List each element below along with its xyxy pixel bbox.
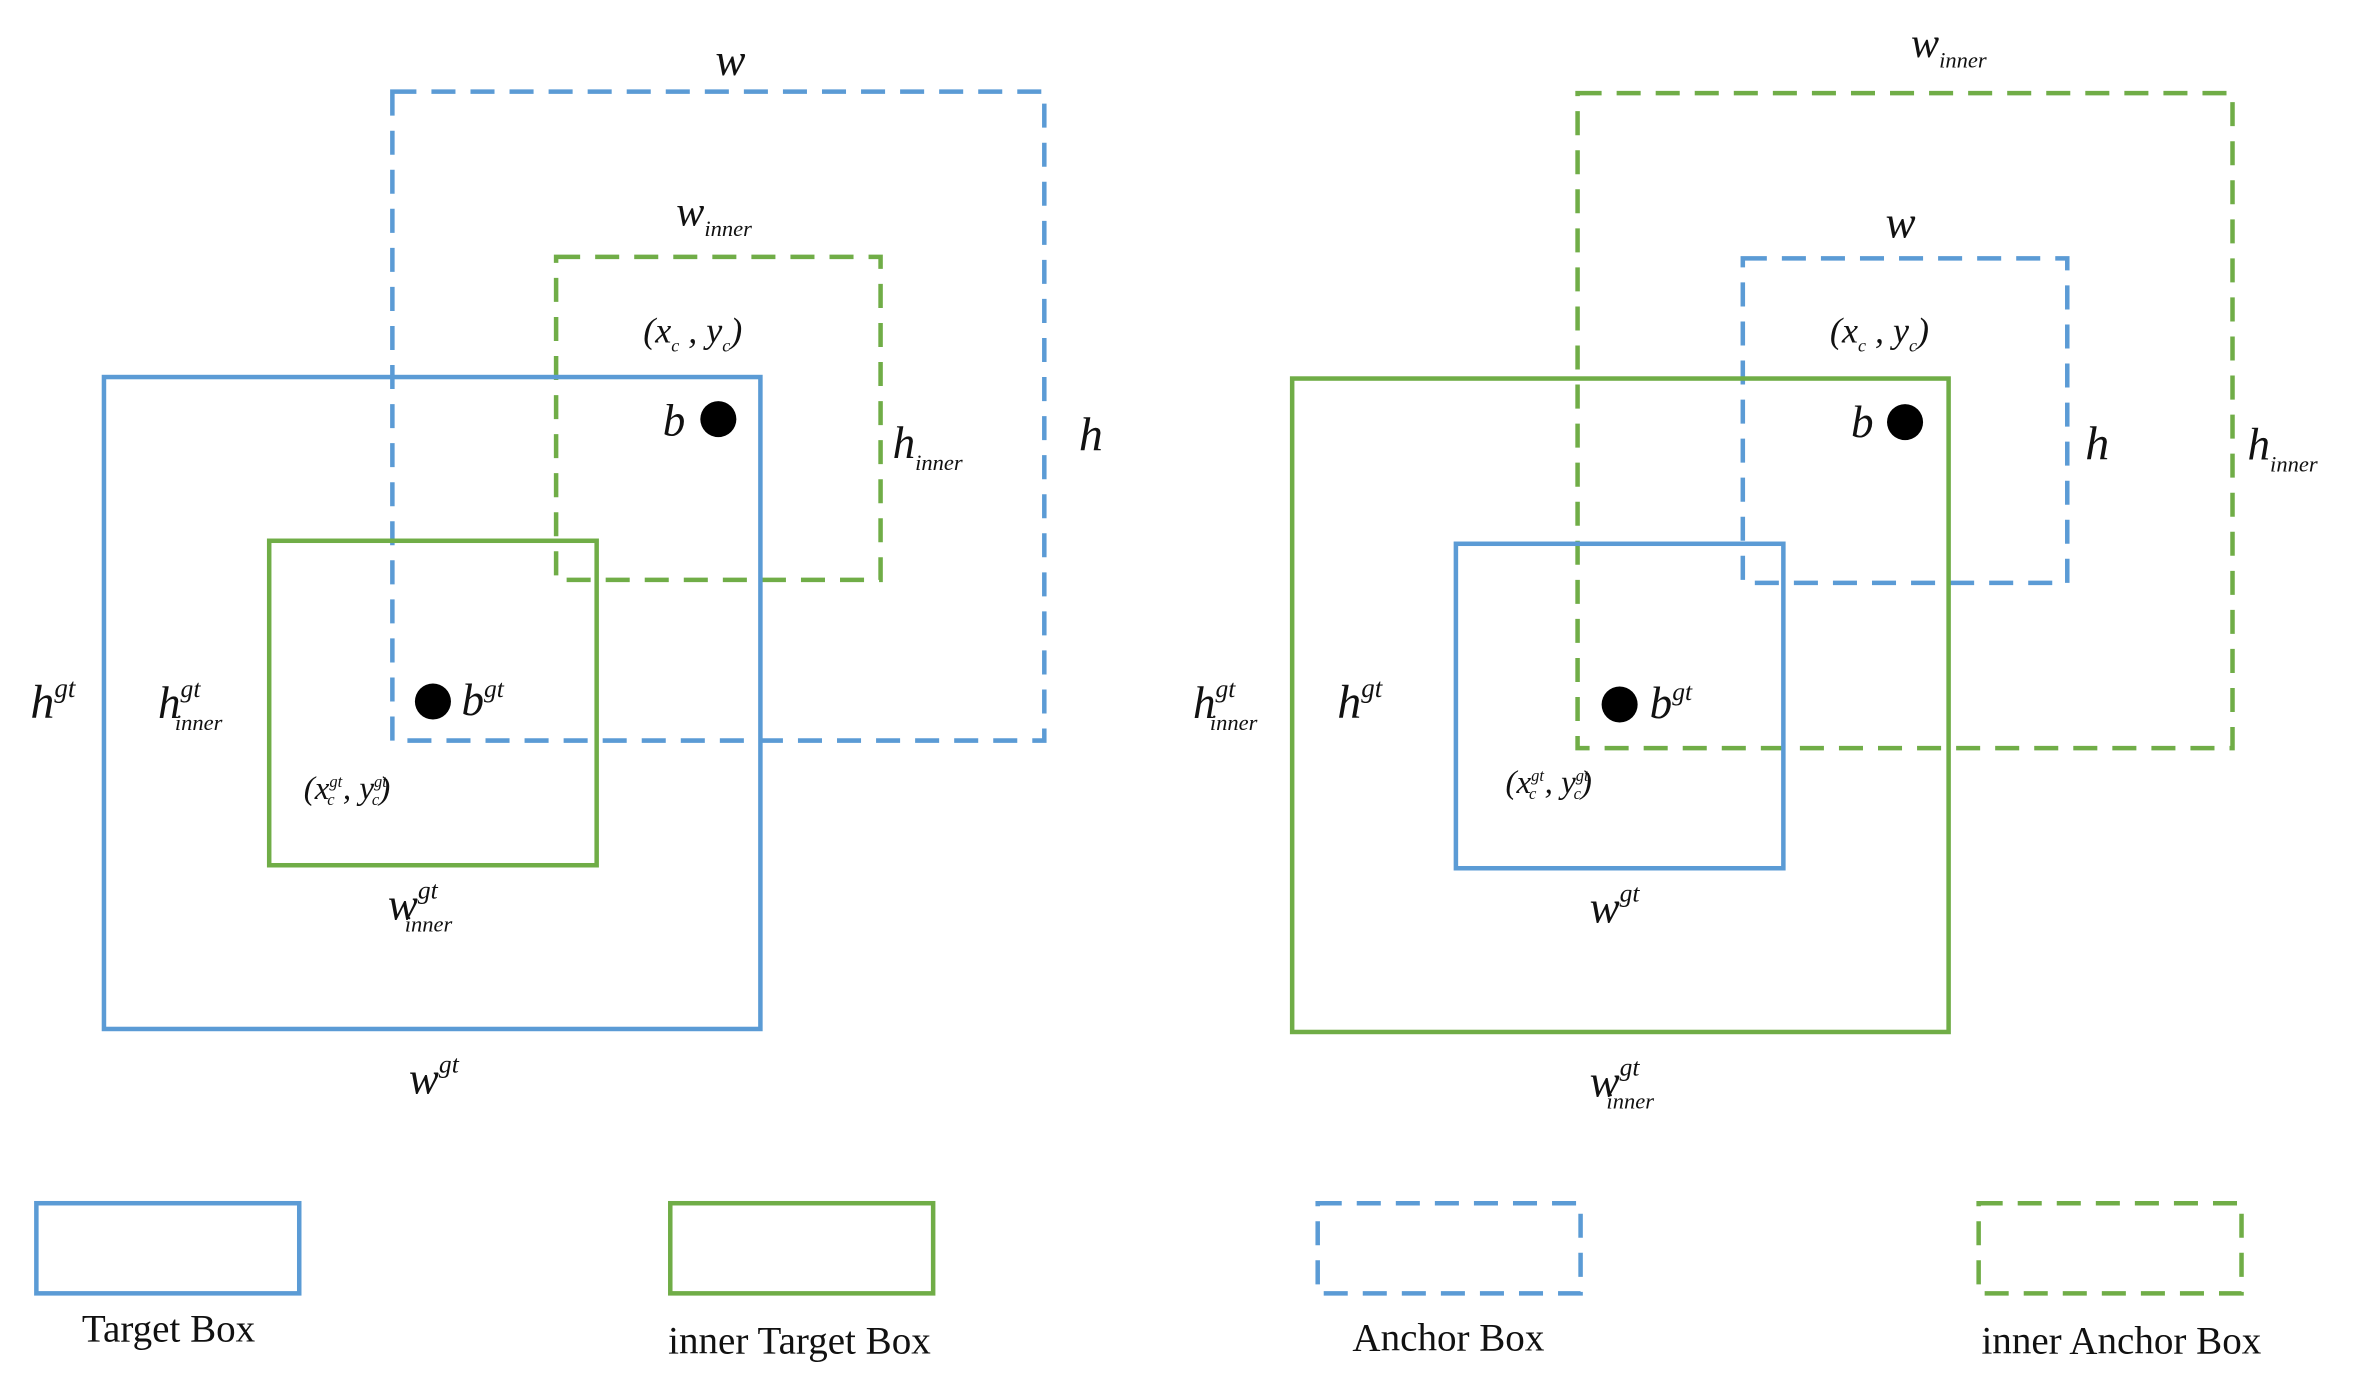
right-target-w-label: wgt xyxy=(1590,878,1641,932)
right-anchor-point-label: b xyxy=(1851,397,1874,447)
left-anchor-w-label: w xyxy=(715,35,745,85)
right-target-point-label: bgt xyxy=(1650,677,1693,728)
left-target-box xyxy=(101,374,763,1032)
legend-swatch-inner-anchor-box xyxy=(1976,1200,2244,1296)
left-target-point-label: bgt xyxy=(461,674,504,725)
left-target-center-dot xyxy=(414,683,451,720)
legend-item-target-box: Target Box xyxy=(34,1200,302,1350)
left-inner-anchor-w-label: winner xyxy=(676,189,752,241)
left-inner-anchor-box xyxy=(553,254,883,583)
right-inner-anchor-w-label: winner xyxy=(1911,21,1987,73)
legend-item-inner-anchor-box: inner Anchor Box xyxy=(1976,1200,2262,1362)
legend-label-target-box: Target Box xyxy=(82,1307,256,1350)
left-anchor-point-label: b xyxy=(663,396,686,446)
right-anchor-h-label: h xyxy=(2085,418,2109,471)
right-anchor-box xyxy=(1740,256,2070,586)
legend-swatch-anchor-box xyxy=(1315,1200,1583,1296)
legend-label-inner-target-box: inner Target Box xyxy=(668,1319,931,1362)
right-target-box xyxy=(1453,541,1786,871)
left-inner-target-box xyxy=(266,538,599,868)
legend-item-anchor-box: Anchor Box xyxy=(1315,1200,1583,1359)
legend-swatch-inner-target-box xyxy=(668,1200,936,1296)
legend-item-inner-target-box: inner Target Box xyxy=(668,1200,936,1362)
left-anchor-box xyxy=(390,89,1047,743)
legend-label-anchor-box: Anchor Box xyxy=(1352,1316,1544,1359)
legend-label-inner-anchor-box: inner Anchor Box xyxy=(1981,1319,2261,1362)
right-inner-anchor-box xyxy=(1575,90,2235,751)
right-anchor-w-label: w xyxy=(1886,197,1916,247)
left-inner-anchor-h-label: hinner xyxy=(893,418,963,475)
right-anchor-center-dot xyxy=(1887,404,1924,441)
legend: Target Box inner Target Box Anchor Box i… xyxy=(34,1200,2262,1362)
left-anchor-h-label: h xyxy=(1079,409,1103,462)
left-target-h-label: hgt xyxy=(30,673,77,729)
right-target-h-label: hgt xyxy=(1337,673,1384,729)
legend-swatch-target-box xyxy=(34,1200,302,1296)
right-anchor-center-coords: (xc , yc) xyxy=(1830,310,1929,355)
left-anchor-center-coords: (xc , yc) xyxy=(643,310,742,355)
left-anchor-center-dot xyxy=(700,401,737,438)
right-target-center-dot xyxy=(1601,686,1638,723)
left-target-w-label: wgt xyxy=(409,1050,460,1104)
right-inner-target-box xyxy=(1289,376,1951,1035)
right-inner-anchor-h-label: hinner xyxy=(2248,420,2318,477)
